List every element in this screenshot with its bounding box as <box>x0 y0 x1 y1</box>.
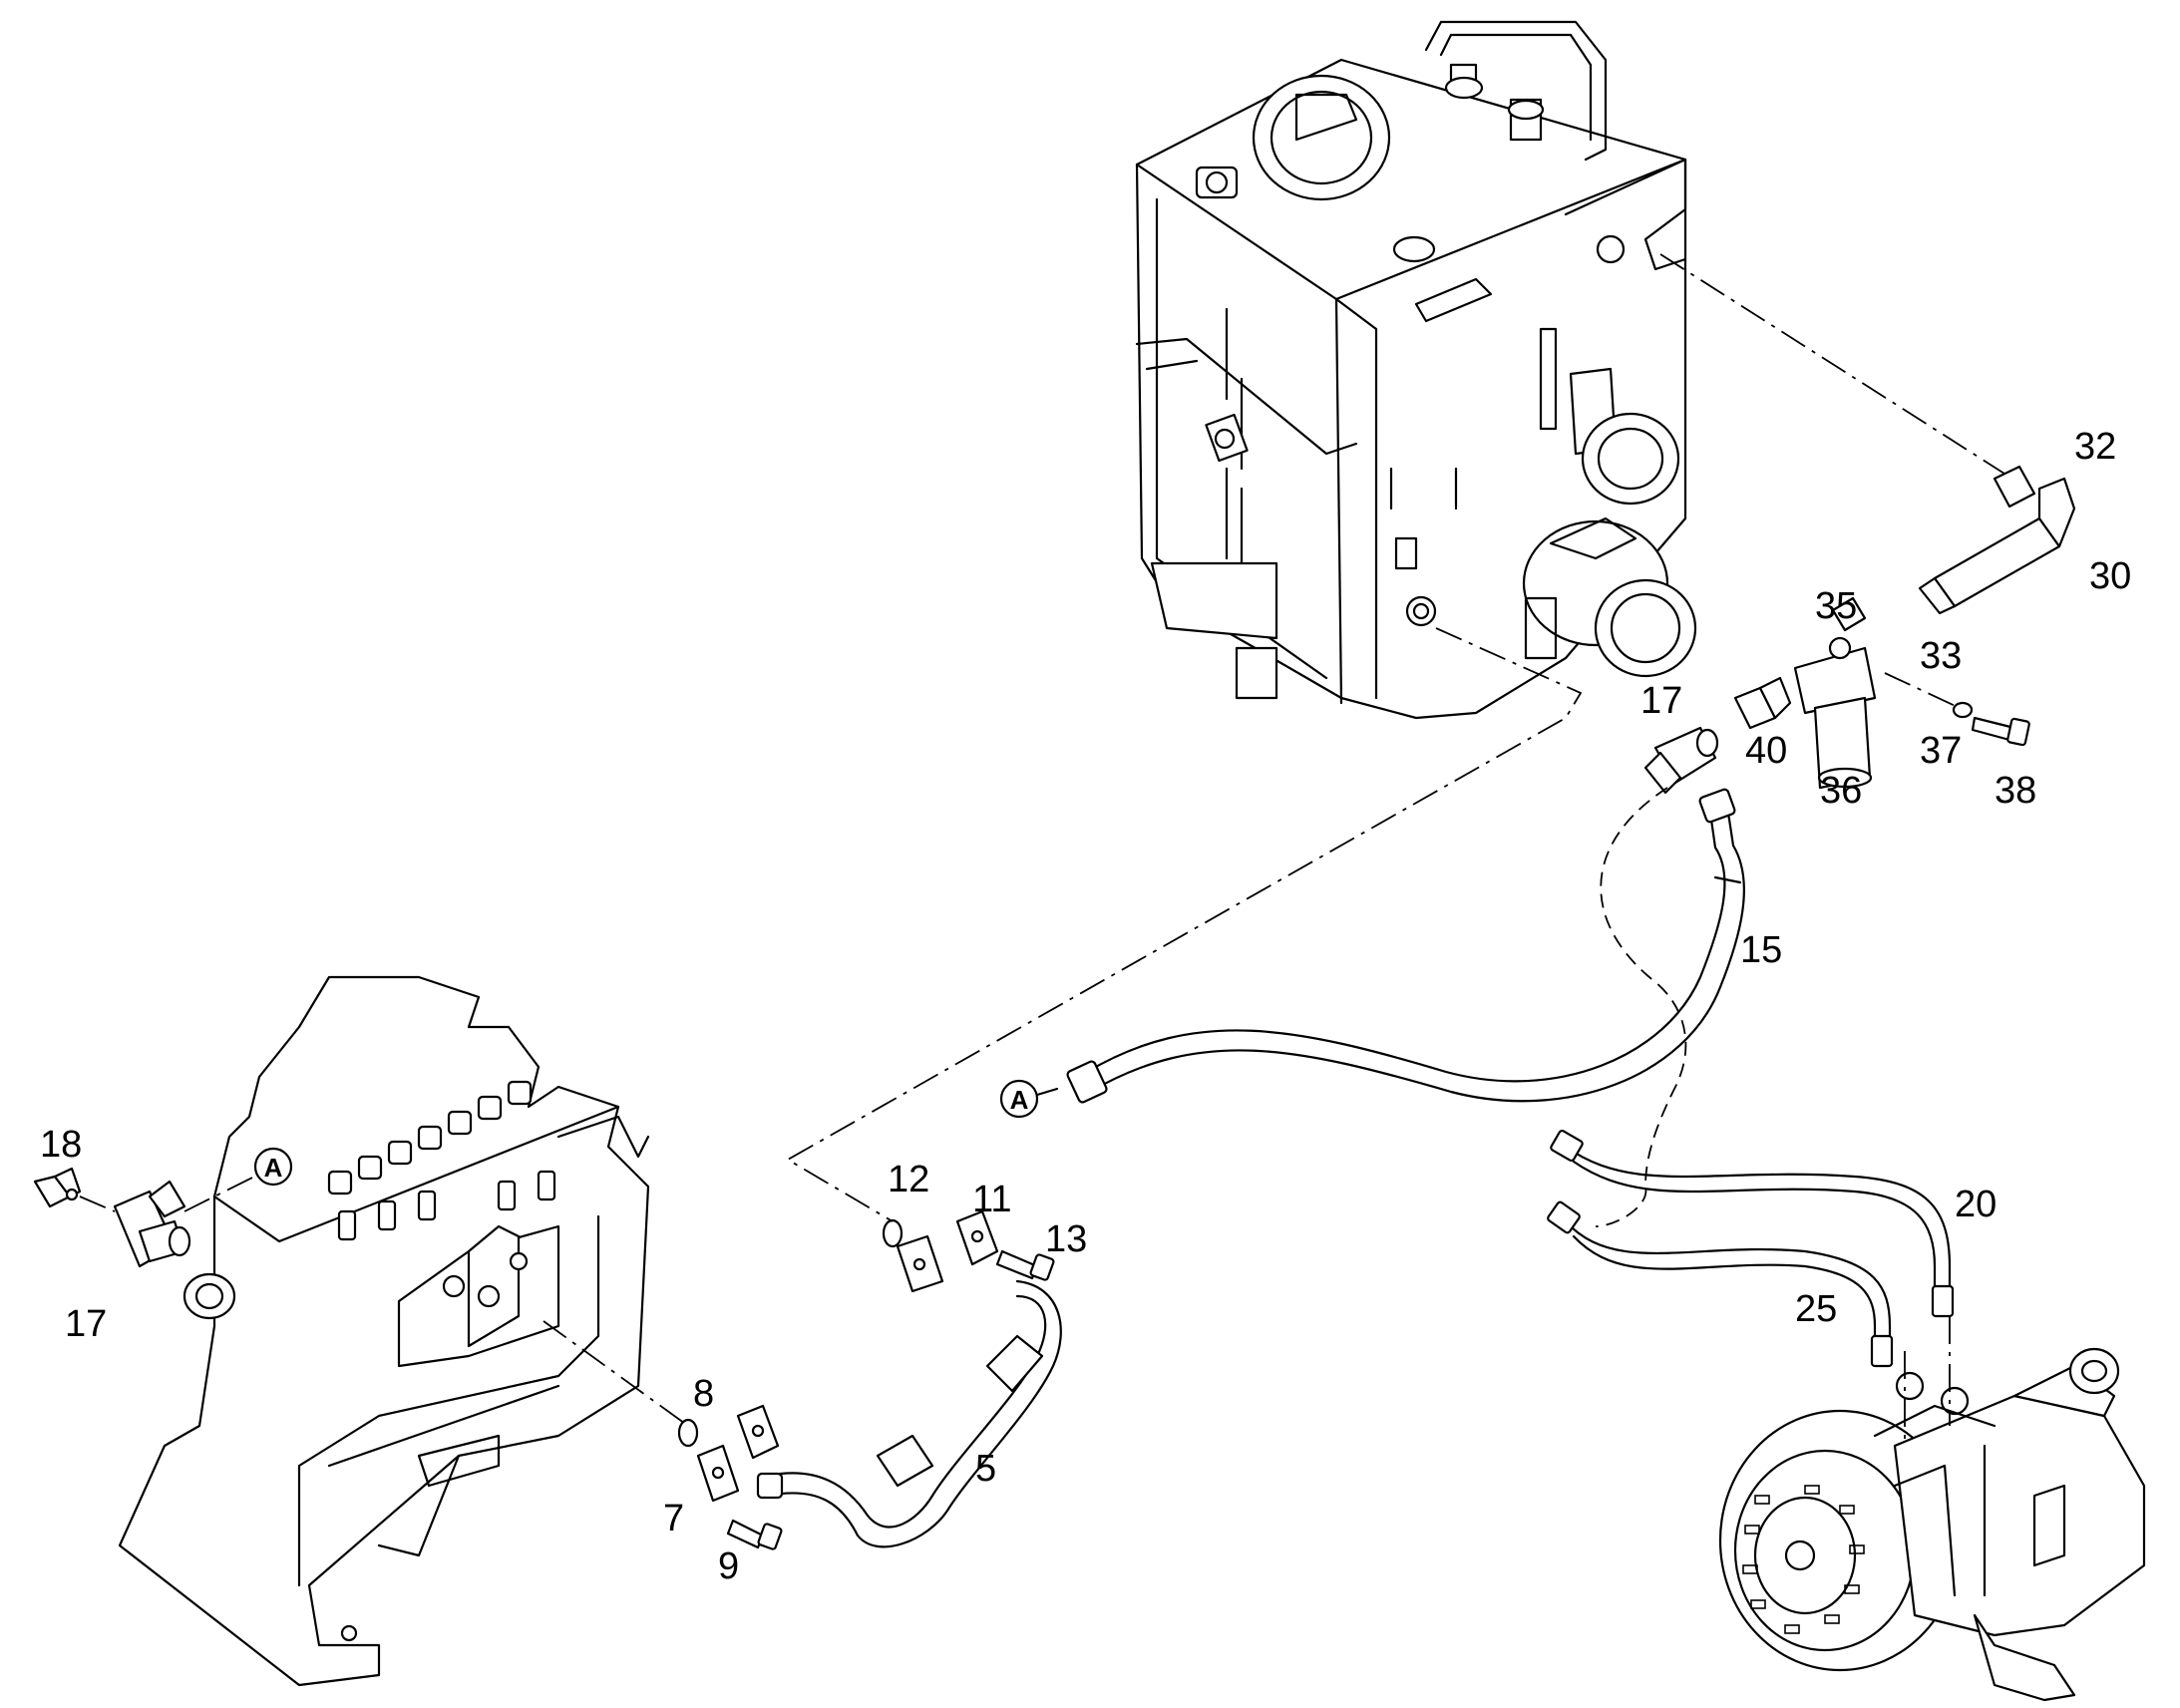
flange-half-11a <box>896 1234 944 1293</box>
label-part-35: 35 <box>1815 585 1857 627</box>
hose-30 <box>1918 477 2076 615</box>
label-part-17-left: 17 <box>65 1303 107 1345</box>
o-ring-8 <box>677 1418 699 1448</box>
label-part-38: 38 <box>1995 770 2036 812</box>
part-labels: 32 30 35 33 17 40 37 36 38 15 20 25 18 1… <box>40 426 2131 1587</box>
flange-half-7a <box>696 1444 740 1503</box>
label-part-40: 40 <box>1745 730 1787 772</box>
bolt-38 <box>1971 716 2030 747</box>
fitting-40 <box>1733 676 1792 730</box>
callout-a-label: A <box>1010 1085 1029 1115</box>
fitting-18 <box>33 1167 82 1208</box>
injector-row <box>327 1080 556 1241</box>
callout-a-label: A <box>264 1153 283 1183</box>
hose-25 <box>1547 1200 1894 1368</box>
label-part-37: 37 <box>1920 730 1962 772</box>
label-part-33: 33 <box>1920 635 1962 677</box>
filter-35-36 <box>1793 636 1877 790</box>
engine-frame <box>118 975 650 1687</box>
washer-37 <box>1952 701 1974 719</box>
label-part-18: 18 <box>40 1124 82 1166</box>
o-ring-12 <box>882 1218 904 1248</box>
leader-lines <box>79 253 2005 1446</box>
tee-fitting-17-top <box>1643 726 1719 795</box>
hose-20 <box>1550 1129 1955 1318</box>
label-part-11: 11 <box>972 1179 1011 1220</box>
hose-15 <box>1066 788 1745 1104</box>
label-part-8: 8 <box>693 1373 714 1415</box>
bolt-9 <box>726 1519 783 1550</box>
hydraulic-tank <box>1135 20 1697 720</box>
label-part-36: 36 <box>1820 770 1862 812</box>
label-part-30: 30 <box>2089 555 2131 597</box>
fitting-32 <box>1993 465 2036 509</box>
callout-a-tank-hose: A <box>999 1079 1059 1119</box>
label-part-20: 20 <box>1955 1184 1997 1225</box>
label-part-15: 15 <box>1740 929 1782 971</box>
callout-a-frame: A <box>253 1147 293 1187</box>
label-part-12: 12 <box>888 1159 929 1200</box>
label-part-32: 32 <box>2074 426 2116 468</box>
label-part-25: 25 <box>1795 1288 1837 1330</box>
label-part-5: 5 <box>975 1448 996 1490</box>
flywheel-slots <box>1742 1485 1865 1634</box>
label-part-9: 9 <box>718 1545 739 1587</box>
bolt-13 <box>995 1249 1055 1281</box>
hydraulic-pump-assembly <box>1718 1347 2146 1702</box>
label-part-7: 7 <box>663 1498 684 1539</box>
flange-half-11b <box>955 1209 999 1266</box>
tee-fitting-17-left <box>113 1180 191 1268</box>
label-part-13: 13 <box>1045 1218 1087 1260</box>
hose-5 <box>756 1279 1062 1548</box>
flange-half-7b <box>736 1404 780 1460</box>
label-part-17: 17 <box>1640 680 1682 722</box>
fitting-33 <box>1831 596 1867 632</box>
